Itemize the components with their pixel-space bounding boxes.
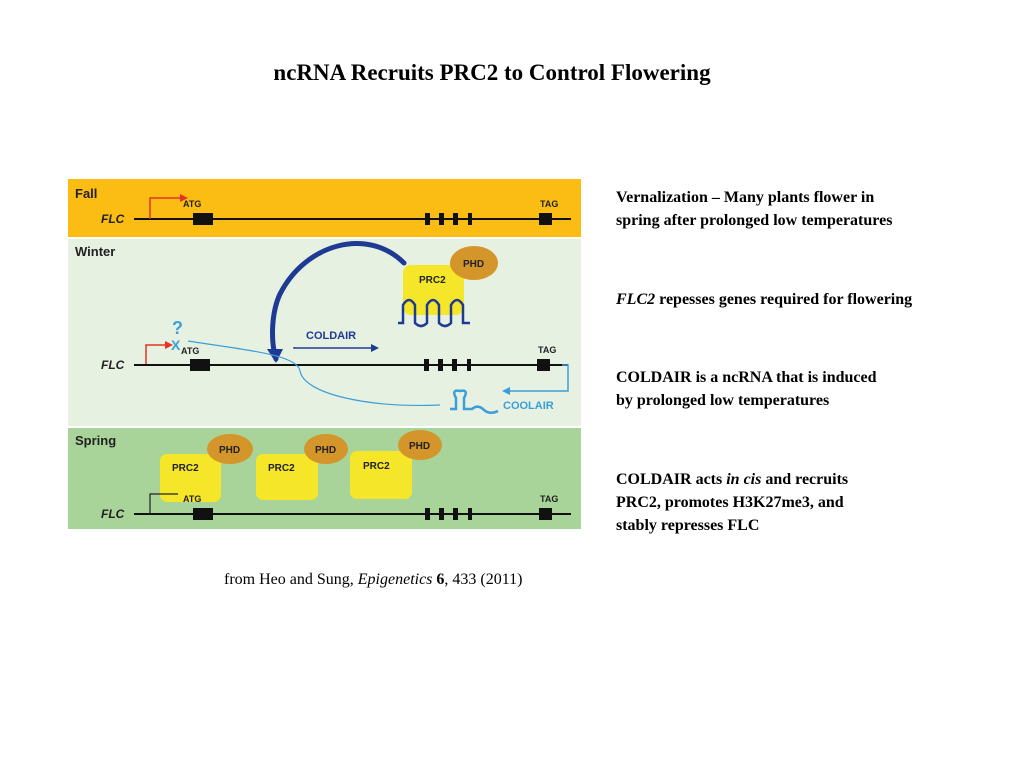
- winter-atg-exon: [190, 359, 210, 371]
- winter-exons: [424, 359, 471, 371]
- fall-exons: [425, 213, 472, 225]
- citation-volume: 6: [436, 571, 445, 588]
- spring-prc2-box-3: [350, 451, 412, 499]
- spring-tag-label: TAG: [540, 494, 558, 504]
- winter-coolair-path: [187, 340, 441, 406]
- winter-tag-label: TAG: [538, 345, 556, 355]
- spring-flc-label: FLC: [101, 507, 125, 521]
- spring-phd-3: [398, 430, 442, 460]
- spring-phd-label-1: PHD: [219, 445, 240, 456]
- note-vernalization-line-1: Vernalization – Many plants flower in: [616, 189, 875, 206]
- note-coldair-line-1: COLDAIR is a ncRNA that is induced: [616, 369, 877, 386]
- fall-tag-exon: [539, 213, 552, 225]
- note-coldair-induced: COLDAIR is a ncRNA that is induced by pr…: [616, 366, 1016, 412]
- fall-atg-exon: [193, 213, 213, 225]
- winter-rna-loops: [398, 298, 470, 328]
- spring-prc2-box-1: [160, 454, 221, 502]
- fall-label: Fall: [75, 186, 97, 201]
- spring-atg-label: ATG: [183, 494, 201, 504]
- note-acts-line-2: PRC2, promotes H3K27me3, and: [616, 494, 844, 511]
- winter-phd-label: PHD: [463, 259, 484, 270]
- note-acts-pre: COLDAIR acts: [616, 471, 727, 488]
- slide-title-text: ncRNA Recruits PRC2 to Control Flowering: [273, 60, 711, 85]
- note-flc2-italic: FLC2: [616, 291, 656, 308]
- note-vernalization: Vernalization – Many plants flower in sp…: [616, 186, 1016, 232]
- winter-recruitment-arrow: [270, 241, 407, 362]
- note-acts-post: and recruits: [761, 471, 849, 488]
- spring-phd-2: [304, 434, 348, 464]
- spring-atg-exon: [193, 508, 213, 520]
- winter-coolair-hairpin: [450, 389, 499, 414]
- note-coldair-line-2: by prolonged low temperatures: [616, 392, 830, 409]
- spring-prc2-label-2: PRC2: [268, 463, 295, 474]
- fall-flc-label: FLC: [101, 212, 125, 226]
- winter-transcription-arrow: [145, 341, 173, 365]
- spring-label: Spring: [75, 433, 116, 448]
- flc-vernalization-figure: Fall FLC ATG TAG Winter PRC2 PHD ? X: [68, 179, 581, 529]
- winter-phd-domain: [450, 246, 498, 280]
- spring-exons: [425, 508, 472, 520]
- winter-panel: Winter PRC2 PHD ? X COLDAIR FLC ATG TAG: [68, 239, 581, 426]
- spring-prc2-label-3: PRC2: [363, 461, 390, 472]
- winter-prc2-label: PRC2: [419, 275, 446, 286]
- winter-flc-label: FLC: [101, 358, 125, 372]
- spring-tag-exon: [539, 508, 552, 520]
- spring-panel: Spring PRC2 PHD PRC2 PHD PRC2 PHD FLC AT…: [68, 428, 581, 529]
- note-flc2-rest: repesses genes required for flowering: [655, 291, 913, 308]
- winter-block-mark: X: [171, 337, 181, 353]
- note-acts-line-3: stably represses FLC: [616, 517, 760, 534]
- winter-tag-exon: [537, 359, 550, 371]
- fall-background: [68, 179, 581, 237]
- winter-coolair-label: COOLAIR: [503, 400, 554, 412]
- spring-phd-label-2: PHD: [315, 445, 336, 456]
- fall-transcription-arrow: [149, 194, 188, 219]
- citation-rest: , 433 (2011): [444, 571, 523, 588]
- winter-atg-label: ATG: [181, 346, 199, 356]
- note-acts-italic: in cis: [726, 471, 762, 488]
- citation: from Heo and Sung, Epigenetics 6, 433 (2…: [224, 571, 522, 589]
- note-vernalization-line-2: spring after prolonged low temperatures: [616, 212, 893, 229]
- spring-phd-1: [207, 434, 253, 464]
- spring-transcription-line: [149, 493, 178, 514]
- spring-prc2-box-2: [256, 454, 318, 500]
- spring-phd-label-3: PHD: [409, 441, 430, 452]
- slide-title: ncRNA Recruits PRC2 to Control Flowering: [0, 60, 1024, 86]
- winter-coolair-arrow: [502, 364, 569, 395]
- fall-tag-label: TAG: [540, 199, 558, 209]
- winter-prc2-box: [403, 265, 464, 315]
- fall-panel: Fall FLC ATG TAG: [68, 179, 581, 237]
- fall-atg-label: ATG: [183, 199, 201, 209]
- winter-label: Winter: [75, 244, 115, 259]
- winter-coldair-arrow: [293, 344, 379, 352]
- note-flc2: FLC2 repesses genes required for floweri…: [616, 288, 1016, 311]
- winter-coldair-label: COLDAIR: [306, 330, 356, 342]
- note-flc2-line: FLC2 repesses genes required for floweri…: [616, 288, 1016, 311]
- note-acts-line-1: COLDAIR acts in cis and recruits: [616, 468, 1016, 491]
- spring-prc2-label-1: PRC2: [172, 463, 199, 474]
- citation-pre: from Heo and Sung,: [224, 571, 358, 588]
- note-coldair-acts: COLDAIR acts in cis and recruits PRC2, p…: [616, 468, 1016, 537]
- citation-journal: Epigenetics: [357, 571, 433, 588]
- winter-question-mark: ?: [172, 318, 183, 338]
